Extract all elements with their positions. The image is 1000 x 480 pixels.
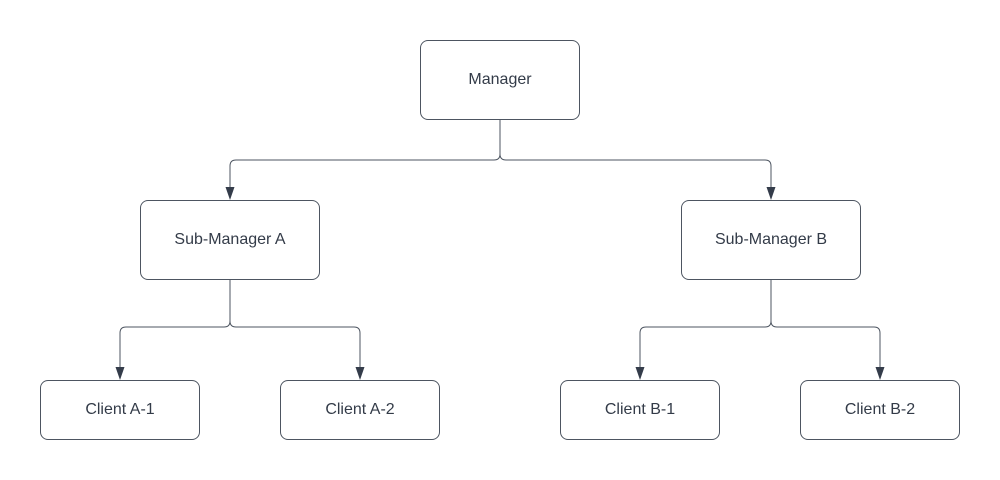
node-sub-manager-a: Sub-Manager A	[140, 200, 320, 280]
edge-sub-manager-b-to-client-b2	[770, 280, 885, 380]
arrowhead-icon	[355, 367, 365, 380]
arrowhead-icon	[225, 187, 235, 200]
arrowhead-icon	[115, 367, 125, 380]
edge-manager-to-sub-manager-b	[499, 120, 776, 200]
edge-line	[229, 120, 501, 188]
edge-sub-manager-a-to-client-a2	[229, 280, 365, 380]
node-sub-manager-b: Sub-Manager B	[681, 200, 861, 280]
node-client-b2: Client B-2	[800, 380, 960, 440]
arrowhead-icon	[875, 367, 885, 380]
node-client-a1: Client A-1	[40, 380, 200, 440]
edge-manager-to-sub-manager-a	[225, 120, 501, 200]
node-client-b1: Client B-1	[560, 380, 720, 440]
edge-line	[639, 280, 772, 368]
edge-line	[499, 120, 772, 188]
edge-sub-manager-b-to-client-b1	[635, 280, 772, 380]
node-client-a2: Client A-2	[280, 380, 440, 440]
edge-line	[229, 280, 361, 368]
edge-sub-manager-a-to-client-a1	[115, 280, 231, 380]
node-manager: Manager	[420, 40, 580, 120]
arrowhead-icon	[635, 367, 645, 380]
arrowhead-icon	[766, 187, 776, 200]
edge-line	[119, 280, 231, 368]
edge-line	[770, 280, 881, 368]
